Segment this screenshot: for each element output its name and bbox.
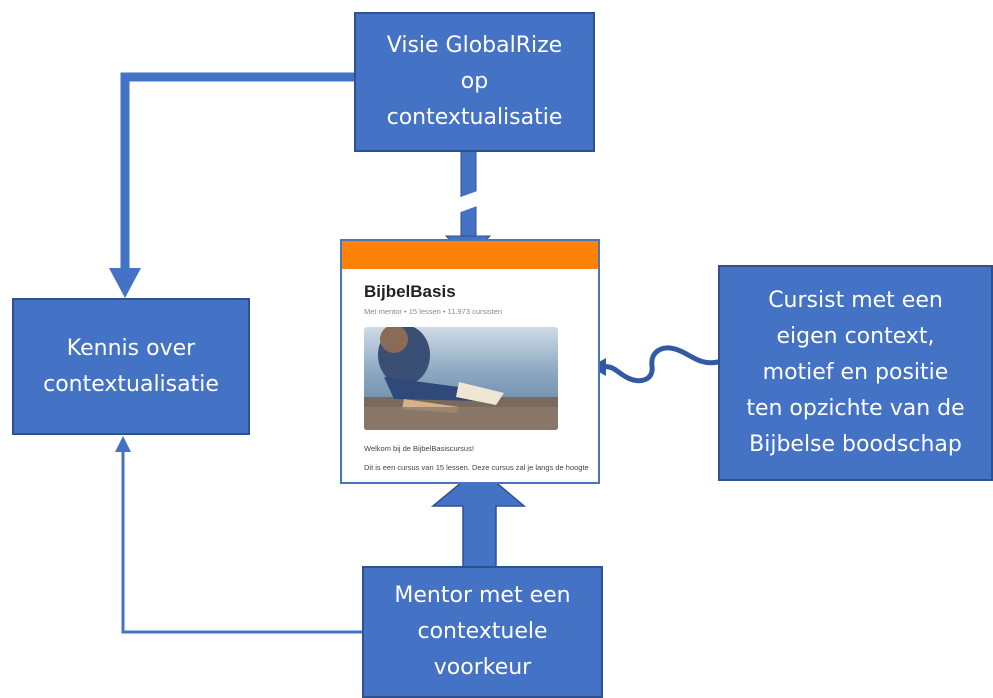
cursist-label: Cursist met een eigen context, motief en… <box>746 288 965 457</box>
course-welcome-text: Welkom bij de BijbelBasiscursus! <box>364 444 474 453</box>
course-photo <box>364 327 558 430</box>
visie-to-kennis-connector <box>120 72 354 272</box>
mentor-box: Mentor met een contextuele voorkeur <box>362 566 603 698</box>
kennis-label: Kennis over contextualisatie <box>43 335 219 397</box>
visie-globalrize-label: Visie GlobalRize op contextualisatie <box>386 33 563 130</box>
visie-to-kennis-arrowhead <box>109 268 141 298</box>
mentor-to-kennis-connector <box>121 450 362 634</box>
visie-to-card-shaft <box>460 139 477 239</box>
course-card: BijbelBasis Met mentor • 15 lessen • 11.… <box>340 239 600 484</box>
course-meta: Met mentor • 15 lessen • 11.973 cursiste… <box>364 307 503 316</box>
course-card-header-bar <box>342 241 598 269</box>
cursist-to-card-wavy-connector <box>599 345 721 384</box>
mentor-to-card-block-arrow <box>430 467 527 579</box>
visie-globalrize-box: Visie GlobalRize op contextualisatie <box>354 12 595 152</box>
kennis-box: Kennis over contextualisatie <box>12 298 250 435</box>
mentor-to-kennis-arrowhead <box>115 436 131 452</box>
course-title: BijbelBasis <box>364 282 456 301</box>
cursist-box: Cursist met een eigen context, motief en… <box>718 265 993 481</box>
visie-to-card-break <box>458 190 480 213</box>
mentor-label: Mentor met een contextuele voorkeur <box>394 583 571 680</box>
course-description: Dit is een cursus van 15 lessen. Deze cu… <box>364 463 589 472</box>
